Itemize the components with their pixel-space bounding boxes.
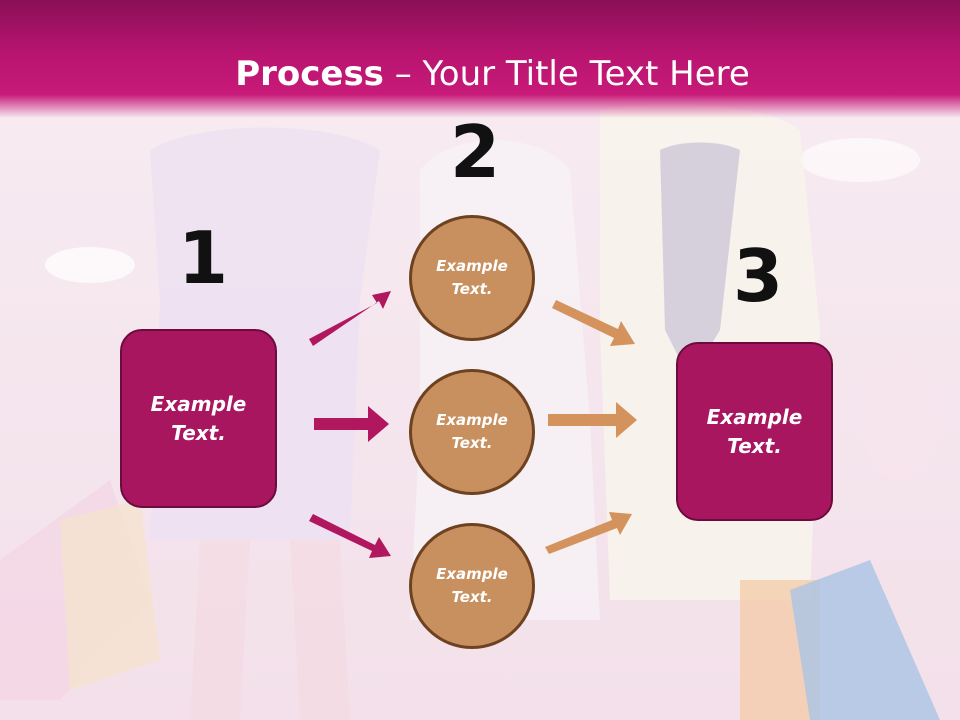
step-3-label-line1: Example: [706, 404, 803, 429]
arrow-bottom-to-3: [545, 512, 632, 554]
circle-top-line1: Example: [436, 257, 508, 275]
step-3-label: Example Text.: [707, 403, 803, 461]
arrow-1-to-middle: [314, 406, 389, 442]
title-rest: – Your Title Text Here: [383, 54, 750, 94]
step-2-circle-top[interactable]: Example Text.: [409, 215, 535, 341]
circle-top-line2: Text.: [451, 280, 493, 298]
step-1-box[interactable]: Example Text.: [120, 329, 277, 508]
step-1-label: Example Text.: [151, 390, 247, 448]
circle-middle-line2: Text.: [451, 434, 493, 452]
step-1-label-line1: Example: [150, 391, 247, 416]
step-number-2: 2: [450, 110, 501, 194]
step-1-label-line2: Text.: [171, 420, 226, 445]
circle-bottom-line1: Example: [436, 565, 508, 583]
step-3-box[interactable]: Example Text.: [676, 342, 833, 521]
circle-middle-line1: Example: [436, 411, 508, 429]
circle-bottom-line2: Text.: [451, 588, 493, 606]
step-number-1: 1: [178, 216, 229, 300]
step-3-label-line2: Text.: [727, 433, 782, 458]
arrow-top-to-3: [552, 300, 635, 346]
title-bold: Process: [235, 54, 384, 94]
title-banner: Process – Your Title Text Here: [0, 0, 960, 118]
step-2-circle-middle[interactable]: Example Text.: [409, 369, 535, 495]
arrow-1-to-bottom: [309, 514, 391, 558]
arrow-middle-to-3: [548, 402, 637, 438]
slide-title: Process – Your Title Text Here: [0, 52, 960, 96]
step-2-circle-bottom[interactable]: Example Text.: [409, 523, 535, 649]
step-number-3: 3: [733, 234, 784, 318]
arrow-1-to-top: [309, 291, 391, 346]
